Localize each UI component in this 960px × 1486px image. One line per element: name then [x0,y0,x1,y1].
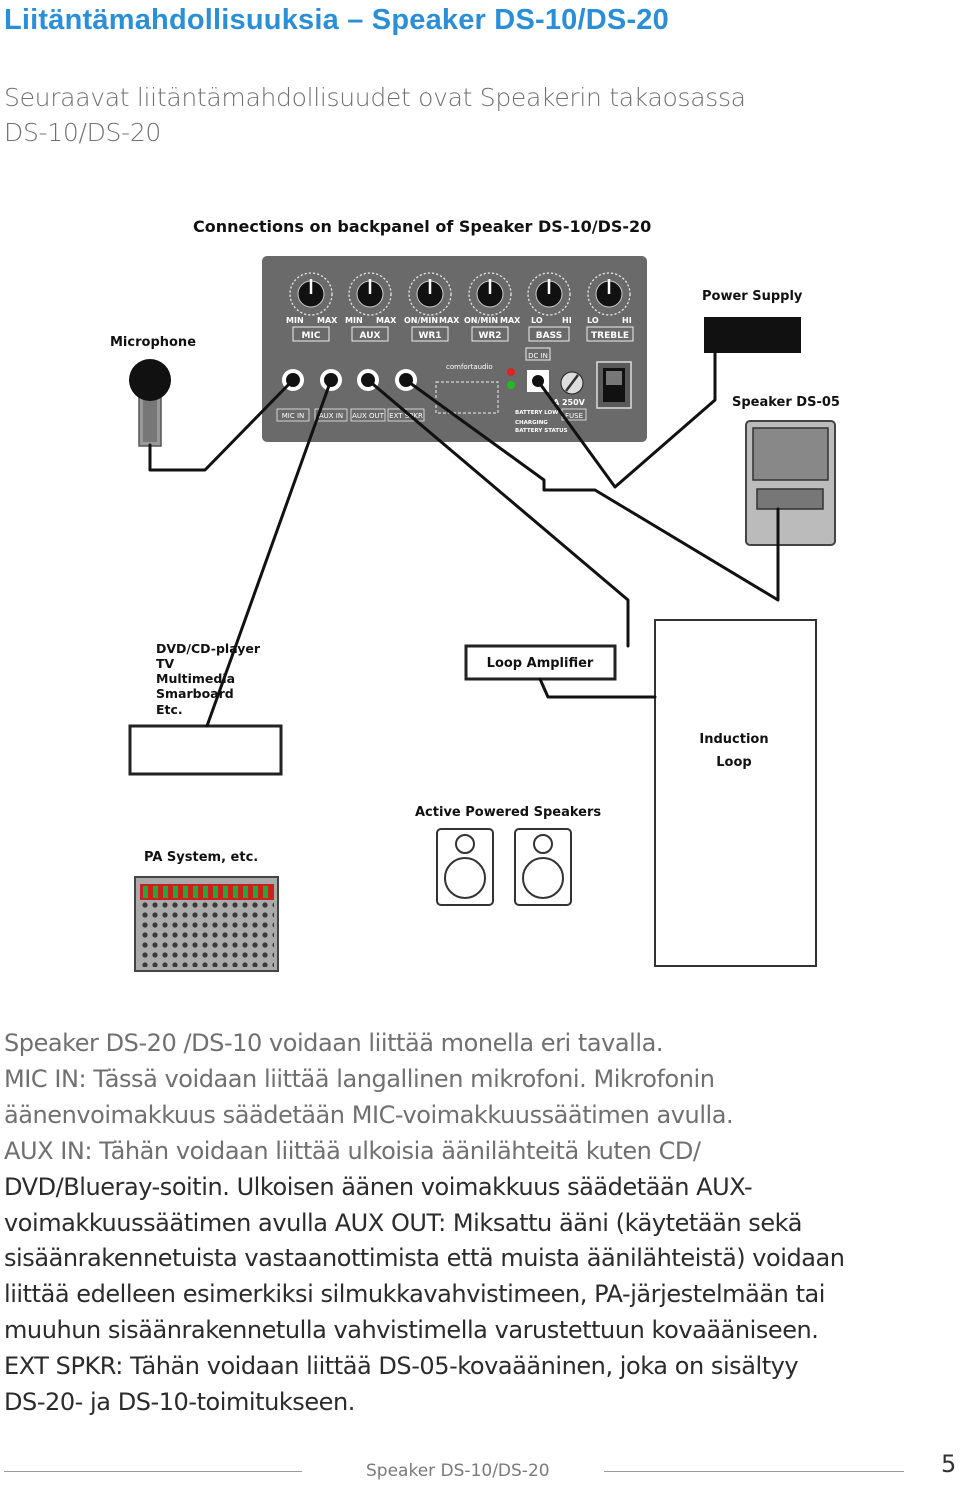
intro-paragraph: Seuraavat liitäntämahdollisuudet ovat Sp… [4,80,904,150]
speaker-ds05-icon [745,420,836,546]
source-label: Etc. [156,702,183,717]
battery-low-label: BATTERY LOW [515,410,558,416]
knob-min-label: MIN [345,316,363,325]
body-line: Speaker DS-20 /DS-10 voidaan liittää mon… [4,1029,664,1057]
source-device-box [128,724,283,776]
body-line: MIC IN: Tässä voidaan liittää langalline… [4,1064,715,1093]
brand-logo: comfortaudio [446,363,493,371]
active-speakers-label: Active Powered Speakers [415,805,601,820]
jack-label: MIC IN [282,412,305,420]
knob-treble[interactable] [587,272,631,316]
fuse-rating: A 250V [553,398,586,407]
knob-max-label: HI [622,316,632,325]
body-line: äänenvoimakkuus säädetään MIC-voimakkuus… [4,1100,734,1129]
page-number: 5 [941,1450,957,1478]
knob-min-label: MIN [286,316,304,325]
knob-name-label: AUX [360,331,381,341]
charging-label: CHARGING [515,420,548,426]
page-title: Liitäntämahdollisuuksia – Speaker DS-10/… [4,4,669,36]
body-line: muuhun sisäänrakennetulla vahvistimella … [4,1316,819,1345]
knob-max-label: HI [562,316,572,325]
knob-name-label: BASS [536,331,562,341]
induction-loop-label: Induction [699,732,768,747]
active-speaker-right-icon [514,828,572,906]
knob-name-label: TREBLE [591,331,629,341]
knob-name-label: WR2 [478,331,501,341]
microphone-label: Microphone [110,335,196,350]
intro-line: DS-10/DS-20 [4,118,162,147]
knob-max-label: MAX [439,316,460,325]
knob-min-label: LO [587,316,599,325]
knob-max-label: MAX [317,316,338,325]
footer-rule-left [4,1471,302,1472]
source-label: Smarboard [156,686,234,701]
induction-loop-label: Loop [716,755,751,770]
body-line: voimakkuussäätimen avulla AUX OUT: Miksa… [4,1208,802,1237]
led-red [507,368,515,376]
body-line: liittää edelleen esimerkiksi silmukkavah… [4,1280,825,1309]
power-supply-unit [704,317,801,353]
source-label: TV [156,656,175,671]
source-label: Multimedia [156,671,235,686]
knob-wr2[interactable] [468,272,512,316]
cable-mic [148,378,295,472]
footer-rule-right [604,1471,904,1472]
active-speaker-left-icon [436,828,494,906]
connection-diagram: Connections on backpanel of Speaker DS-1… [110,217,840,972]
knob-name-label: MIC [302,331,321,341]
knob-max-label: MAX [376,316,397,325]
induction-loop-box [654,619,817,967]
footer-title: Speaker DS-10/DS-20 [366,1461,550,1481]
cable-ext-spkr [404,378,780,602]
cable-power [536,351,717,489]
body-line: sisäänrakennetuista vastaanottimista ett… [4,1244,845,1273]
cable-loop [538,677,657,699]
power-supply-label: Power Supply [702,289,803,304]
speaker-ds05-label: Speaker DS-05 [732,395,840,410]
figure-title: Connections on backpanel of Speaker DS-1… [193,217,651,236]
jack-label: AUX OUT [352,412,385,420]
cable-aux-out [366,378,630,648]
body-line: EXT SPKR: Tähän voidaan liittää DS-05-ko… [4,1352,799,1381]
knob-mic[interactable] [289,272,333,316]
knob-wr1[interactable] [408,272,452,316]
knob-min-label: ON/MIN [404,316,438,325]
knob-aux[interactable] [348,272,392,316]
fuse-holder[interactable] [560,371,584,395]
body-line: AUX IN: Tähän voidaan liittää ulkoisia ä… [4,1136,701,1165]
body-line: DVD/Blueray-soitin. Ulkoisen äänen voima… [4,1172,753,1201]
knob-min-label: LO [531,316,543,325]
dc-in-label: DC IN [528,352,548,360]
battery-status-label: BATTERY STATUS [515,428,568,434]
knob-bass[interactable] [527,272,571,316]
knob-max-label: MAX [500,316,521,325]
knob-min-label: ON/MIN [464,316,498,325]
microphone-icon [129,359,171,447]
panel-display [435,381,499,414]
knob-name-label: WR1 [418,331,441,341]
loop-amplifier-label: Loop Amplifier [487,656,594,671]
jack-label: EXT SPKR [389,412,423,420]
jack-label: AUX IN [319,412,343,420]
fuse-label: FUSE [565,412,583,420]
intro-line: Seuraavat liitäntämahdollisuudet ovat Sp… [4,83,746,112]
cable-aux-in [205,378,333,728]
led-green [507,381,515,389]
source-label: DVD/CD-player [156,641,261,656]
pa-mixer-icon [134,876,279,972]
body-paragraph: Speaker DS-20 /DS-10 voidaan liittää mon… [4,1026,956,1421]
power-switch[interactable] [596,361,632,409]
pa-system-label: PA System, etc. [144,850,258,865]
body-line: DS-20- ja DS-10-toimitukseen. [4,1388,355,1417]
